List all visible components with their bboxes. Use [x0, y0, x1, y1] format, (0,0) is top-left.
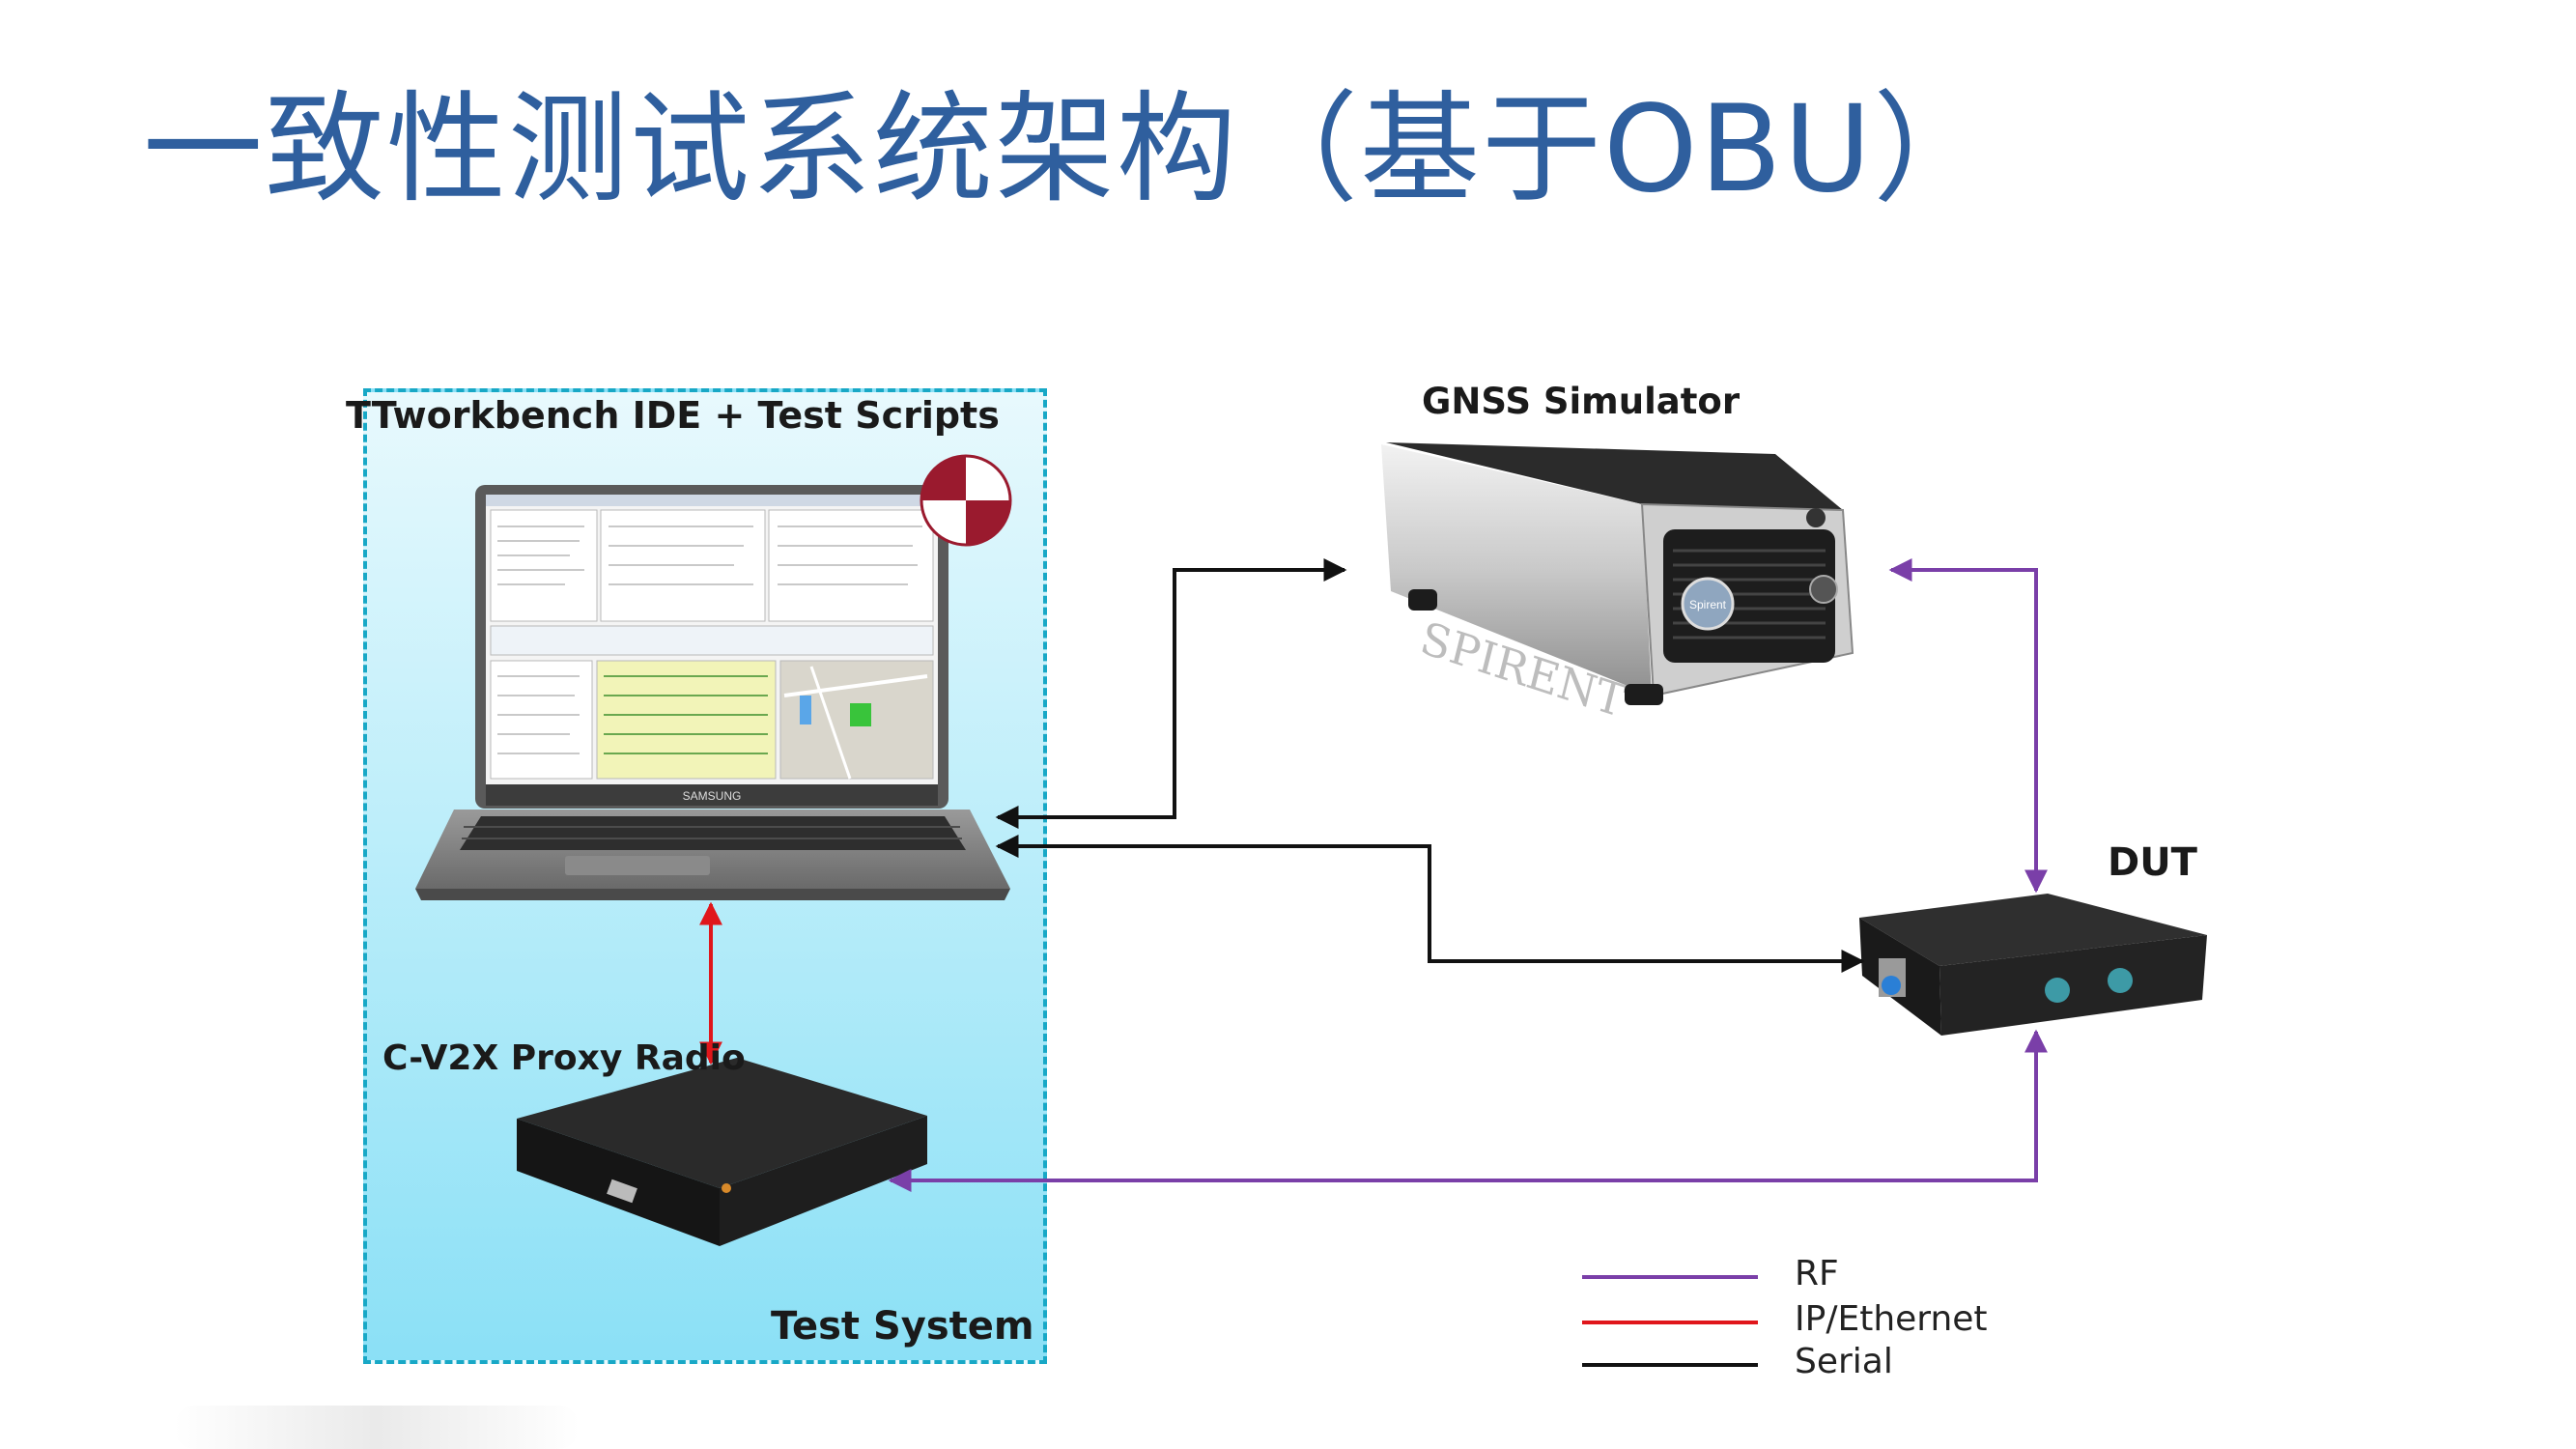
gnss-badge: Spirent — [1689, 598, 1727, 611]
serial-line-laptop-gnss — [995, 558, 1347, 829]
laptop-icon: SAMSUNG — [415, 485, 1010, 900]
proxy-radio-device — [517, 1058, 927, 1246]
serial-line-laptop-dut — [995, 835, 1865, 973]
gnss-simulator-device: Spirent SPIRENT — [1381, 442, 1854, 727]
gnss-label: GNSS Simulator — [1422, 381, 1741, 422]
rf-line-gnss-dut — [1888, 558, 2048, 894]
legend-serial: Serial — [1795, 1342, 1893, 1381]
laptop-brand: SAMSUNG — [683, 789, 742, 803]
dut-label: DUT — [2108, 840, 2197, 885]
test-system-label: Test System — [771, 1304, 1034, 1349]
red-white-quadrant-logo — [920, 454, 1012, 547]
legend-rf: RF — [1795, 1254, 1839, 1293]
ide-label: TTworkbench IDE + Test Scripts — [346, 394, 1000, 437]
proxy-radio-label: C-V2X Proxy Radio — [382, 1038, 746, 1078]
slide-title: 一致性测试系统架构（基于OBU） — [143, 80, 1996, 219]
legend-ip: IP/Ethernet — [1795, 1299, 1988, 1339]
decorative-smudge — [174, 1406, 580, 1449]
obu-device — [1859, 894, 2207, 1036]
rf-line-radio-dut — [888, 1029, 2048, 1192]
